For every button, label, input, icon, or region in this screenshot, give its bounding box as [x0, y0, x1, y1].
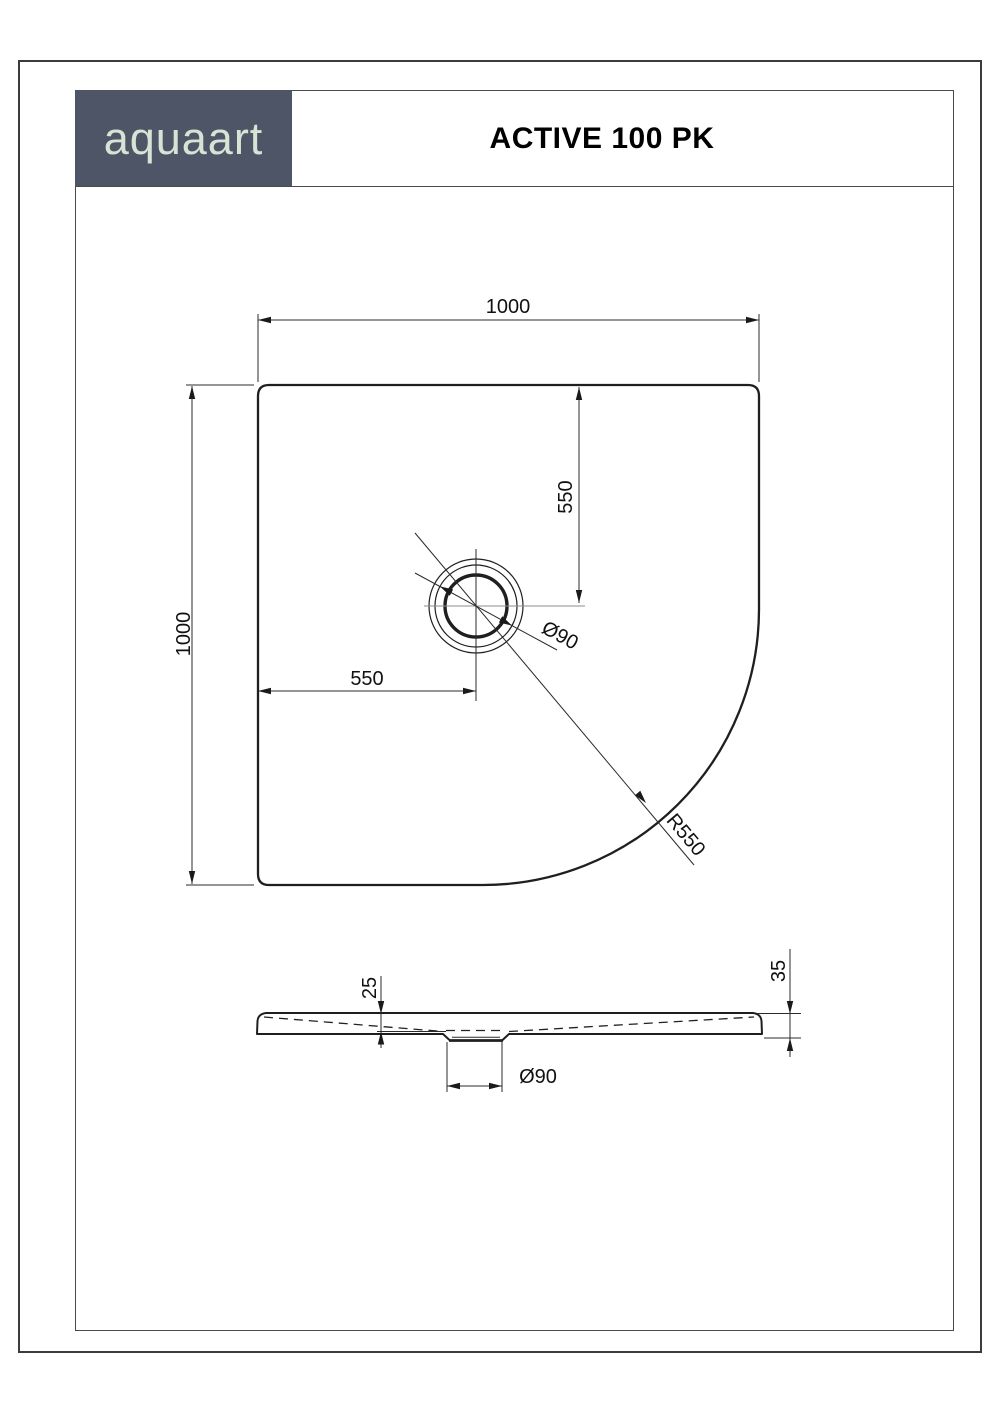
brand-logo: aquaart: [103, 112, 264, 164]
arrowhead: [463, 687, 476, 695]
arrowhead: [188, 871, 196, 884]
arrowhead: [489, 1082, 502, 1090]
arrowhead: [786, 1038, 794, 1051]
arrowhead: [575, 387, 583, 400]
header-divider: [75, 186, 953, 187]
arrowhead: [746, 316, 759, 324]
arrowhead: [258, 687, 271, 695]
arrowhead: [447, 1082, 460, 1090]
drawing-frame: [75, 90, 954, 1331]
dim-label-edge-height: 35: [768, 960, 790, 982]
dim-label-drain-left: 550: [350, 668, 383, 690]
arrowhead: [498, 616, 512, 626]
arrowhead: [188, 386, 196, 399]
tray-outline: [256, 383, 761, 887]
plan-view: 1000 1000 550 550 Ø90 R550: [173, 296, 761, 887]
dim-label-height: 1000: [173, 612, 195, 657]
arrowhead: [634, 790, 646, 803]
section-view: 25 35 Ø90: [256, 949, 801, 1092]
drain-diameter-leader: [414, 572, 558, 651]
section-profile: [256, 1012, 763, 1042]
arrowhead: [377, 1001, 385, 1014]
product-title: ACTIVE 100 PK: [489, 121, 715, 155]
arrowhead: [575, 590, 583, 603]
arrowhead: [786, 1001, 794, 1014]
arrowhead: [377, 1031, 385, 1045]
slope-hidden-line-right: [508, 1016, 755, 1033]
dim-label-width: 1000: [486, 296, 531, 318]
dim-label-drain-diameter: Ø90: [538, 617, 582, 654]
dim-label-drain-section: Ø90: [519, 1066, 557, 1088]
corner-radius-leader: [414, 532, 695, 866]
logo-box: aquaart: [75, 90, 292, 187]
arrowhead: [258, 316, 271, 324]
dim-label-depth: 25: [359, 977, 381, 999]
page-border: [18, 60, 982, 1353]
arrowhead: [440, 586, 454, 596]
dim-label-drain-top: 550: [555, 480, 577, 513]
title-block: ACTIVE 100 PK: [292, 90, 912, 187]
